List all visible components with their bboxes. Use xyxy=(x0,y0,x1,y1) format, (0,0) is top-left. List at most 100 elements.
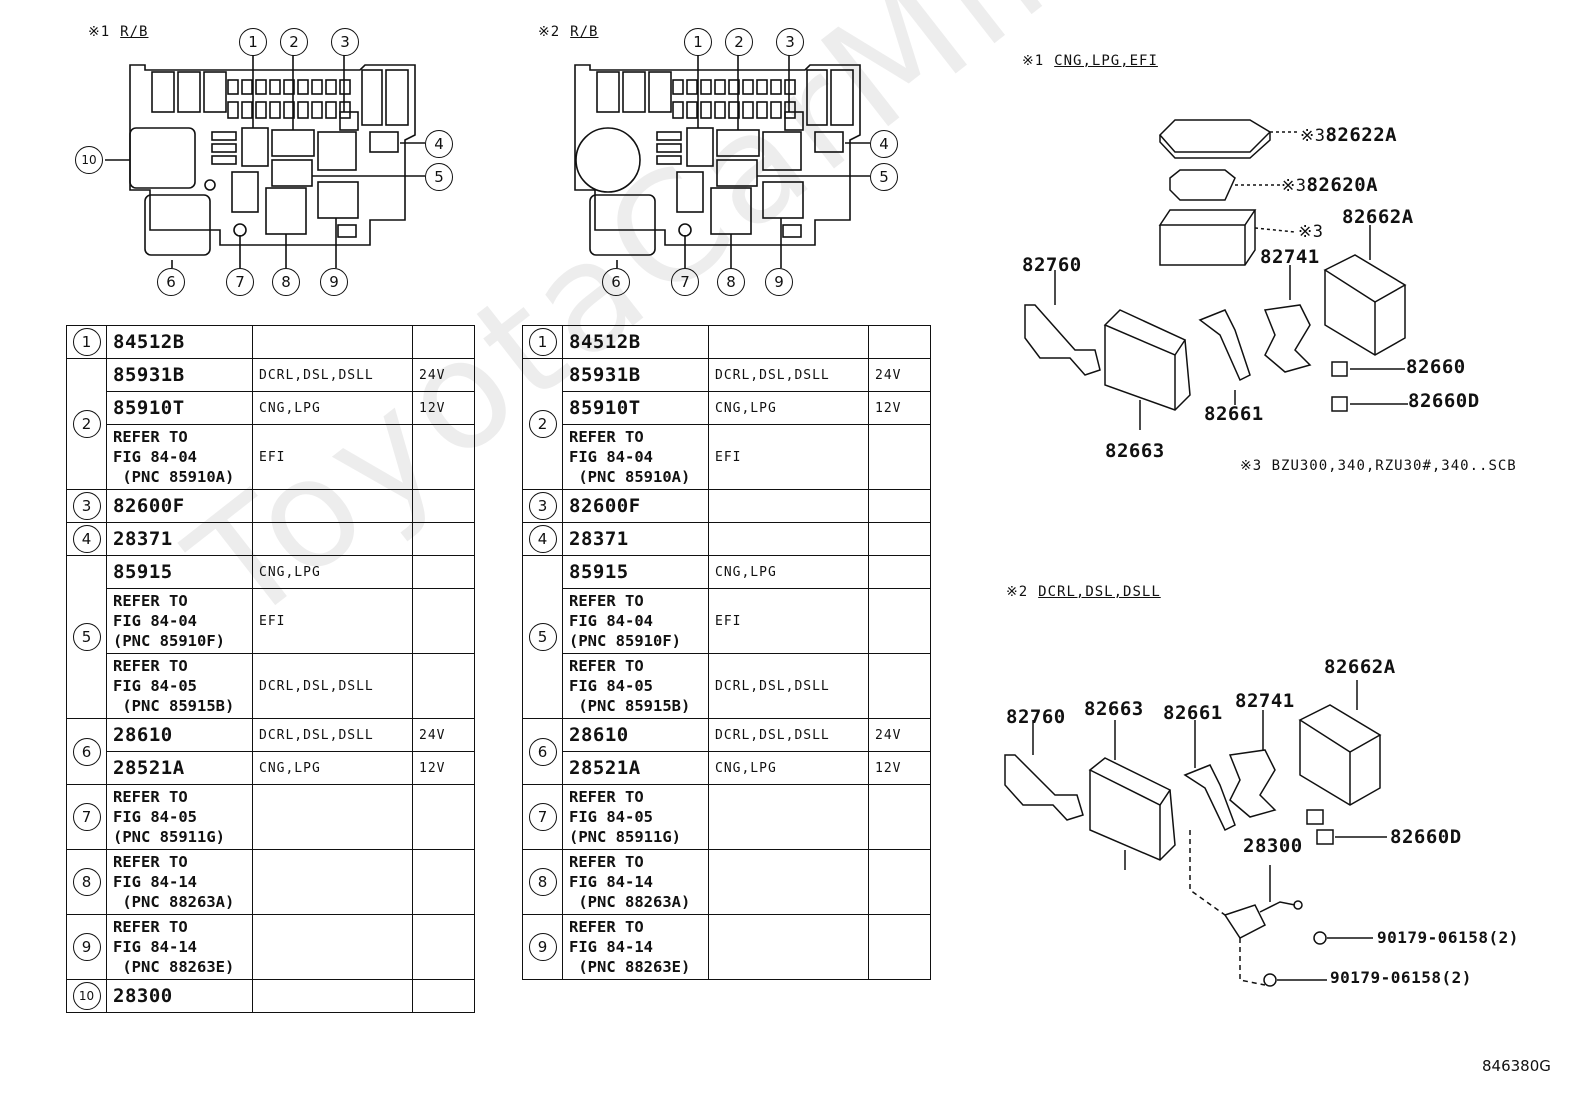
upper-right-label: CNG,LPG,EFI xyxy=(1054,53,1158,69)
figure-reference: REFER TO FIG 84-14 (PNC 88263E) xyxy=(569,918,691,976)
condition-cell: EFI xyxy=(708,588,869,654)
part-number: 28300 xyxy=(113,985,173,1007)
mid-callout-4: 4 xyxy=(870,130,898,158)
condition-cell: CNG,LPG xyxy=(252,751,413,785)
label-82660d-lower: 82660D xyxy=(1390,826,1462,848)
figure-reference: REFER TO FIG 84-04 (PNC 85910F) xyxy=(569,592,681,650)
condition-cell: CNG,LPG xyxy=(708,555,869,589)
left-diagram-mark: ※1 xyxy=(88,24,111,40)
part-number: 28371 xyxy=(113,528,173,550)
mid-callout-8: 8 xyxy=(717,268,745,296)
table-row: 5 85915 CNG,LPG xyxy=(66,555,475,719)
part-number-cell: REFER TO FIG 84-04 (PNC 85910A) xyxy=(562,424,709,490)
part-number: 85910T xyxy=(569,397,641,419)
left-callout-5: 5 xyxy=(425,163,453,191)
mid-callout-5: 5 xyxy=(870,163,898,191)
callout-cell: 7 xyxy=(522,784,563,850)
condition-cell: DCRL,DSL,DSLL xyxy=(708,718,869,752)
part-number-cell: 85915 xyxy=(106,555,253,589)
part-number-cell: 28371 xyxy=(562,522,709,556)
callout-number: 9 xyxy=(72,933,101,961)
voltage-cell: 24V xyxy=(868,718,931,752)
voltage-cell: 12V xyxy=(868,751,931,785)
mid-callout-1: 1 xyxy=(684,28,712,56)
label-bolt-2: 90179-06158(2) xyxy=(1330,968,1472,987)
callout-cell: 8 xyxy=(66,849,107,915)
mid-diagram-mark: ※2 xyxy=(538,24,561,40)
callout-number: 3 xyxy=(72,492,101,520)
figure-reference: REFER TO FIG 84-04 (PNC 85910A) xyxy=(569,428,691,486)
voltage-cell xyxy=(412,914,475,980)
table-row: REFER TO FIG 84-04 (PNC 85910A)EFI xyxy=(67,424,475,490)
callout-cell: 3 xyxy=(522,489,563,523)
exploded-view-upper xyxy=(1024,119,1408,430)
part-number-cell: 85915 xyxy=(562,555,709,589)
voltage-cell xyxy=(868,849,931,915)
label-28300: 28300 xyxy=(1243,835,1303,857)
callout-number: 4 xyxy=(528,525,557,553)
mid-callout-2: 2 xyxy=(725,28,753,56)
part-number-cell: REFER TO FIG 84-05 (PNC 85915B) xyxy=(562,653,709,719)
table-row: 9 REFER TO FIG 84-14 (PNC 88263E) xyxy=(66,914,475,980)
condition-cell: CNG,LPG xyxy=(252,391,413,425)
callout-cell: 5 xyxy=(66,555,107,719)
label-82620a: ※382620A xyxy=(1281,174,1379,196)
left-callout-6: 6 xyxy=(157,268,185,296)
part-number-cell: REFER TO FIG 84-04 (PNC 85910F) xyxy=(562,588,709,654)
figure-reference: REFER TO FIG 84-04 (PNC 85910A) xyxy=(113,428,235,486)
part-number-cell: REFER TO FIG 84-04 (PNC 85910F) xyxy=(106,588,253,654)
voltage-cell xyxy=(868,555,931,589)
lower-right-label: DCRL,DSL,DSLL xyxy=(1038,584,1161,600)
callout-cell: 5 xyxy=(522,555,563,719)
figure-reference: REFER TO FIG 84-14 (PNC 88263E) xyxy=(113,918,235,976)
part-number-cell: REFER TO FIG 84-14 (PNC 88263A) xyxy=(106,849,253,915)
label-82741-upper: 82741 xyxy=(1260,246,1320,268)
part-number-cell: 28300 xyxy=(106,979,253,1013)
part-number: 85915 xyxy=(113,561,173,583)
part-number-cell: REFER TO FIG 84-14 (PNC 88263E) xyxy=(106,914,253,980)
voltage-cell: 12V xyxy=(412,391,475,425)
callout-cell: 7 xyxy=(66,784,107,850)
condition-cell xyxy=(708,522,869,556)
callout-number: 6 xyxy=(72,737,101,766)
condition-cell: CNG,LPG xyxy=(708,391,869,425)
part-number: 28610 xyxy=(569,724,629,746)
voltage-cell xyxy=(868,325,931,359)
upper-right-mark: ※1 xyxy=(1022,53,1045,69)
part-number: 28521A xyxy=(569,757,641,779)
callout-cell: 4 xyxy=(66,522,107,556)
figure-id: 846380G xyxy=(1482,1057,1551,1075)
condition-cell: CNG,LPG xyxy=(252,555,413,589)
part-number-cell: 85931B xyxy=(562,358,709,392)
callout-number: 9 xyxy=(528,933,557,961)
table-row: REFER TO FIG 84-04 (PNC 85910A)EFI xyxy=(523,424,931,490)
part-number-cell: 85910T xyxy=(106,391,253,425)
callout-number: 5 xyxy=(72,623,101,651)
voltage-cell xyxy=(412,489,475,523)
condition-cell xyxy=(252,489,413,523)
table-row: 4 28371 xyxy=(66,522,475,556)
left-callout-3: 3 xyxy=(331,28,359,56)
callout-number: 2 xyxy=(528,410,557,438)
voltage-cell: 24V xyxy=(412,358,475,392)
part-number-cell: 82600F xyxy=(562,489,709,523)
part-number: 85931B xyxy=(113,364,185,386)
upper-right-header: ※1 CNG,LPG,EFI xyxy=(1022,53,1158,69)
figure-reference: REFER TO FIG 84-04 (PNC 85910F) xyxy=(113,592,225,650)
part-number-cell: REFER TO FIG 84-14 (PNC 88263A) xyxy=(562,849,709,915)
voltage-cell xyxy=(868,784,931,850)
voltage-cell xyxy=(412,849,475,915)
callout-cell: 2 xyxy=(66,358,107,490)
condition-cell xyxy=(252,784,413,850)
callout-cell: 3 xyxy=(66,489,107,523)
callout-number: 6 xyxy=(528,737,557,766)
